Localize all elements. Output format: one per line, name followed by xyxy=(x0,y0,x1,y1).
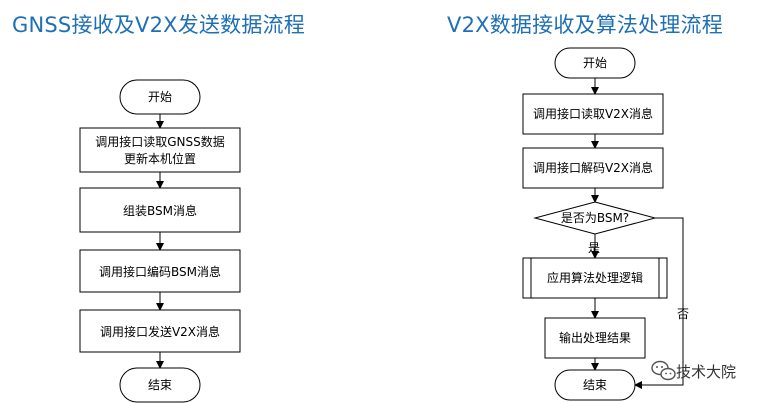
left-start-label: 开始 xyxy=(148,90,172,104)
decision-yes-label: 是 xyxy=(588,241,600,255)
right-output-label: 输出处理结果 xyxy=(559,330,631,345)
right-step-decode-v2x xyxy=(522,147,664,189)
left-step-encode-bsm xyxy=(79,249,241,293)
left-step-read-gnss xyxy=(79,127,241,173)
left-step3-label: 调用接口编码BSM消息 xyxy=(99,264,221,279)
wechat-icon xyxy=(651,360,676,381)
left-end-terminal xyxy=(119,367,201,403)
right-decision-label: 是否为BSM? xyxy=(561,211,629,225)
right-start-label: 开始 xyxy=(583,56,607,70)
decision-no-label: 否 xyxy=(677,307,689,321)
right-end-terminal xyxy=(554,369,636,401)
left-step4-label: 调用接口发送V2X消息 xyxy=(100,324,220,339)
right-step-algorithm xyxy=(522,257,668,299)
right-end-label: 结束 xyxy=(583,378,607,392)
left-step1-line1: 调用接口读取GNSS数据 xyxy=(95,134,225,149)
left-flowchart: 开始 调用接口读取GNSS数据 更新本机位置 组装BSM消息 调用接口编码BSM… xyxy=(79,79,241,403)
right-step-read-v2x xyxy=(522,93,664,135)
right-flow-title: V2X数据接收及算法处理流程 xyxy=(447,13,723,37)
left-step-assemble-bsm xyxy=(79,187,241,233)
right-process-label: 应用算法处理逻辑 xyxy=(547,270,643,285)
left-step1-line2: 更新本机位置 xyxy=(124,151,196,166)
watermark: 技术大院 xyxy=(651,360,736,381)
right-step1-label: 调用接口读取V2X消息 xyxy=(533,106,653,121)
right-flowchart: 开始 调用接口读取V2X消息 调用接口解码V2X消息 是否为BSM? 是 否 应… xyxy=(522,47,689,401)
right-step2-label: 调用接口解码V2X消息 xyxy=(533,160,653,175)
left-end-label: 结束 xyxy=(148,378,172,392)
left-step2-label: 组装BSM消息 xyxy=(123,203,197,218)
right-arrow-no xyxy=(634,217,684,389)
watermark-text: 技术大院 xyxy=(676,363,736,381)
left-flow-title: GNSS接收及V2X发送数据流程 xyxy=(12,13,305,37)
